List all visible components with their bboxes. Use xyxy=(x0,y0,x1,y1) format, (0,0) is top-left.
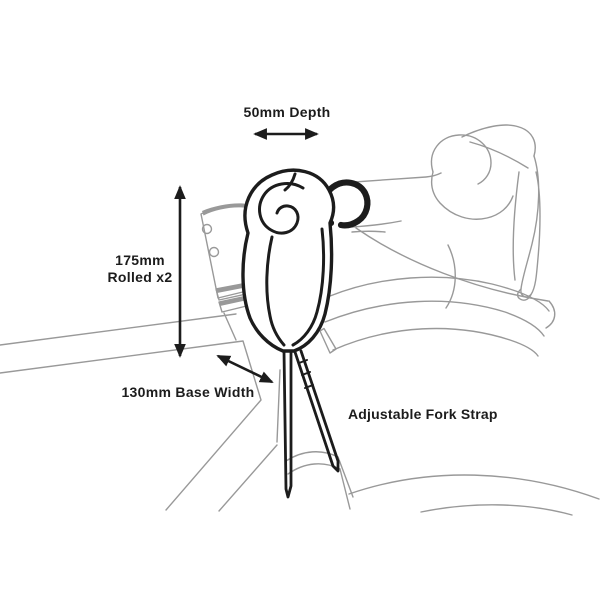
bag-body xyxy=(241,168,336,353)
rolled-height-label: 175mm Rolled x2 xyxy=(108,252,173,286)
fork-and-wheel xyxy=(285,451,600,516)
depth-label: 50mm Depth xyxy=(243,104,331,120)
stem xyxy=(200,203,252,299)
fork-strap-label: Adjustable Fork Strap xyxy=(348,406,498,422)
base-width-arrow xyxy=(216,354,274,384)
roll-curl xyxy=(258,182,305,235)
rolled-height-label-line1: 175mm xyxy=(115,252,165,268)
drop-bar-curves xyxy=(319,227,556,357)
rolled-height-label-line2: Rolled x2 xyxy=(107,269,173,285)
frame-outline xyxy=(0,313,281,512)
handlebar xyxy=(339,172,442,233)
brake-hood-and-lever xyxy=(430,124,541,301)
base-width-label: 130mm Base Width xyxy=(121,384,255,400)
fork-straps xyxy=(282,349,340,499)
